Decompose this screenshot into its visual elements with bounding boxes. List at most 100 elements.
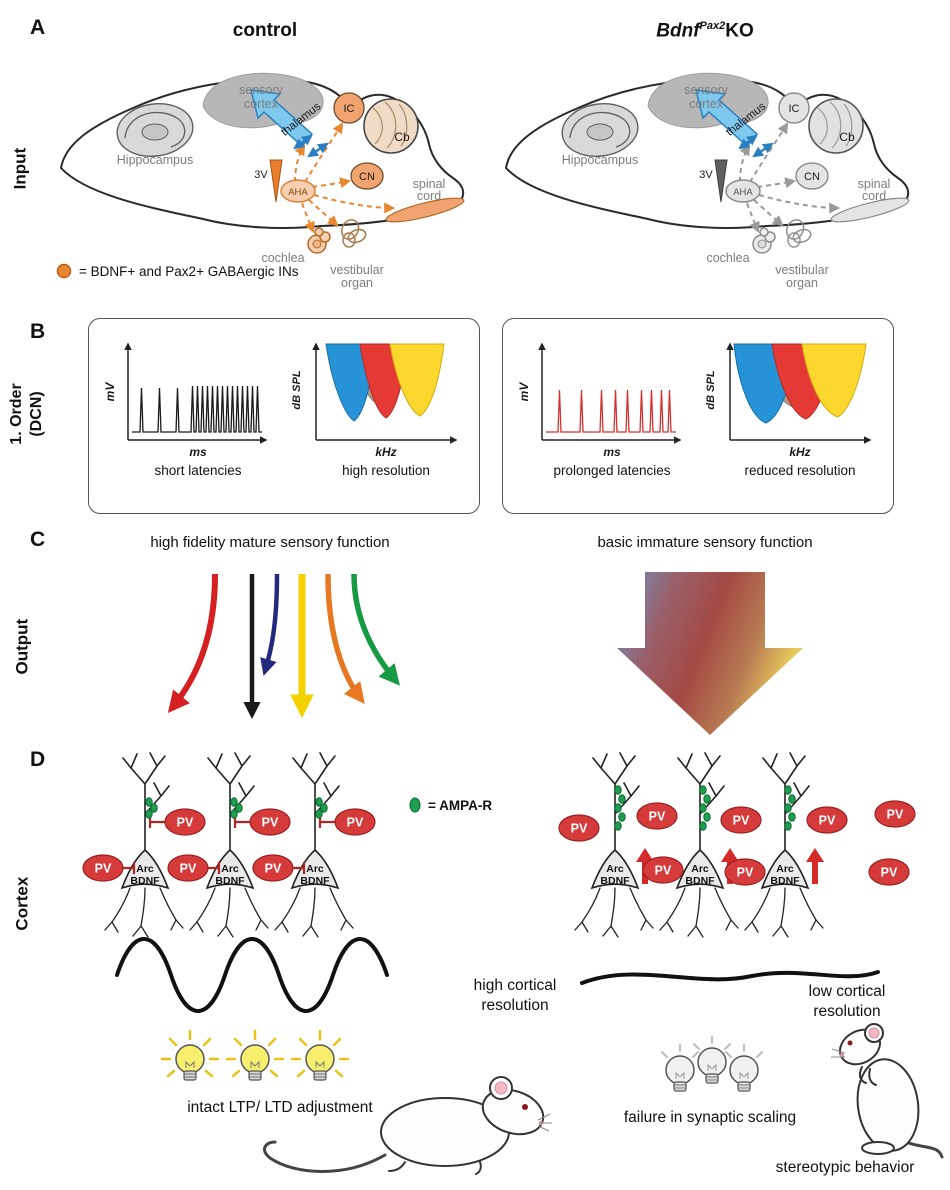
ko-tuning-caption: reduced resolution bbox=[744, 463, 855, 478]
control-spike-caption: short latencies bbox=[154, 463, 241, 478]
thalamus-double-arrow bbox=[293, 134, 313, 150]
bdnf-pax2-dot-icon bbox=[56, 263, 72, 279]
mv-axis-label: mV bbox=[517, 382, 531, 402]
dcn-side-label-line1: 1. Order bbox=[8, 383, 25, 445]
dcn-side-label-line2: (DCN) bbox=[28, 391, 45, 437]
control-tuning-plot: dB SPL kHz high resolution bbox=[291, 342, 458, 478]
vestibular-label-1: vestibular bbox=[775, 263, 829, 277]
output-arrow-orange bbox=[325, 573, 365, 704]
vestibular-label-2: organ bbox=[341, 276, 373, 290]
ic-label: IC bbox=[344, 103, 355, 115]
sensory-cortex-label-2: cortex bbox=[244, 97, 279, 111]
inferior-colliculus bbox=[333, 92, 365, 124]
ampar-clusters bbox=[145, 797, 328, 819]
third-ventricle-label: 3V bbox=[699, 169, 713, 181]
spinal-cord-shape bbox=[385, 197, 465, 223]
panel-a-legend-text: = BDNF+ and Pax2+ GABAergic INs bbox=[79, 263, 299, 279]
panel-c-label: C bbox=[30, 528, 46, 551]
output-arrow-red bbox=[167, 573, 218, 714]
dbspl-axis-label: dB SPL bbox=[705, 370, 717, 409]
aha-label: AHA bbox=[288, 187, 308, 198]
vestibular-illustration bbox=[785, 219, 812, 248]
cochlear-nucleus bbox=[795, 162, 829, 190]
control-spike-trace bbox=[132, 385, 262, 433]
control-column-title: control bbox=[232, 20, 298, 41]
spinal-cord-label-1: spinal bbox=[413, 177, 446, 191]
cochlea-label: cochlea bbox=[706, 251, 749, 265]
ampar-dot-icon bbox=[409, 797, 421, 813]
ampar-legend-text: = AMPA-R bbox=[428, 797, 493, 813]
cerebellum bbox=[363, 98, 419, 154]
panel-b-label: B bbox=[30, 320, 46, 343]
pv-synapses bbox=[123, 816, 335, 874]
cb-label: Cb bbox=[394, 130, 410, 144]
cortex-side-label: Cortex bbox=[12, 876, 32, 931]
dbspl-axis-label: dB SPL bbox=[291, 370, 303, 409]
ko-wave-caption-line2: resolution bbox=[813, 1003, 881, 1021]
control-wave-caption-line1: high cortical bbox=[473, 977, 557, 994]
inferior-colliculus bbox=[778, 92, 810, 124]
control-resolution-wave bbox=[115, 937, 389, 1013]
cochlea-illustration bbox=[752, 227, 776, 254]
thalamus-double-arrow-2 bbox=[307, 142, 329, 158]
mouse-nose bbox=[840, 1053, 844, 1057]
ko-output-caption: basic immature sensory function bbox=[597, 534, 813, 551]
thalamus-double-arrow bbox=[738, 134, 758, 150]
ko-cortex-diagram bbox=[558, 752, 916, 938]
mouse-eye bbox=[847, 1040, 853, 1046]
khz-axis-label: kHz bbox=[789, 445, 810, 459]
output-side-label: Output bbox=[12, 618, 32, 675]
aha-label: AHA bbox=[733, 187, 753, 198]
hippocampus-label: Hippocampus bbox=[562, 153, 638, 167]
spinal-cord-label-2: cord bbox=[417, 189, 441, 203]
ko-bulb-caption: failure in synaptic scaling bbox=[623, 1109, 797, 1126]
control-wave-caption-line2: resolution bbox=[481, 997, 549, 1015]
ko-tuning-plot: dB SPL kHz reduced resolution bbox=[705, 342, 872, 478]
output-arrow-navy bbox=[260, 573, 280, 676]
cn-label: CN bbox=[804, 171, 820, 183]
control-bulb-caption: intact LTP/ LTD adjustment bbox=[187, 1099, 373, 1116]
tuning-curve-yellow bbox=[389, 343, 445, 417]
ko-wave-caption: low cortical resolution bbox=[772, 982, 922, 1022]
panel-a-brains: sensory cortex Hippocampus thalamus IC C… bbox=[59, 72, 910, 290]
thalamus-double-arrow-2 bbox=[752, 142, 774, 158]
cochlear-nucleus bbox=[350, 162, 384, 190]
ampar-chains bbox=[614, 785, 796, 831]
ko-resolution-wave bbox=[580, 970, 880, 985]
cn-label: CN bbox=[359, 171, 375, 183]
ko-mouse-caption: stereotypic behavior bbox=[775, 1159, 915, 1176]
hippocampus-region bbox=[561, 103, 639, 157]
sensory-cortex-label-2: cortex bbox=[689, 97, 724, 111]
aha-region bbox=[725, 179, 761, 203]
control-wave-caption: high cortical resolution bbox=[445, 976, 585, 1016]
third-ventricle-shape bbox=[269, 159, 283, 203]
ko-wave-caption-line1: low cortical bbox=[808, 983, 886, 1000]
ko-gene: Bdnf bbox=[656, 20, 700, 42]
ms-axis-label: ms bbox=[189, 445, 207, 459]
ko-gene-superscript: Pax2 bbox=[699, 20, 726, 32]
mouse-eye bbox=[522, 1104, 528, 1110]
control-mouse-illustration bbox=[263, 1076, 552, 1175]
ko-spike-plot: mV ms prolonged latencies bbox=[517, 342, 682, 478]
ko-brain: sensory cortex Hippocampus thalamus IC C… bbox=[504, 72, 910, 290]
control-brain: sensory cortex Hippocampus thalamus IC C… bbox=[59, 72, 465, 290]
third-ventricle-label: 3V bbox=[254, 169, 268, 181]
panel-a-label: A bbox=[30, 16, 46, 39]
ko-suffix: KO bbox=[725, 20, 754, 42]
spinal-cord-shape bbox=[830, 197, 910, 223]
vestibular-label-1: vestibular bbox=[330, 263, 384, 277]
khz-axis-label: kHz bbox=[375, 445, 396, 459]
hippocampus-label: Hippocampus bbox=[117, 153, 193, 167]
spinal-cord-label-1: spinal bbox=[858, 177, 891, 191]
hippocampus-region bbox=[116, 103, 194, 157]
ko-column-title: BdnfPax2KO bbox=[600, 20, 810, 42]
vestibular-illustration bbox=[340, 219, 367, 248]
ko-spike-trace bbox=[546, 389, 676, 433]
output-arrow-green bbox=[351, 573, 401, 686]
ko-mouse-illustration bbox=[831, 1023, 944, 1159]
ic-label: IC bbox=[789, 103, 800, 115]
panel-a-legend: = BDNF+ and Pax2+ GABAergic INs bbox=[56, 263, 298, 279]
cochlea-illustration bbox=[307, 227, 331, 254]
third-ventricle-shape bbox=[714, 159, 728, 203]
cerebellum bbox=[808, 98, 864, 154]
